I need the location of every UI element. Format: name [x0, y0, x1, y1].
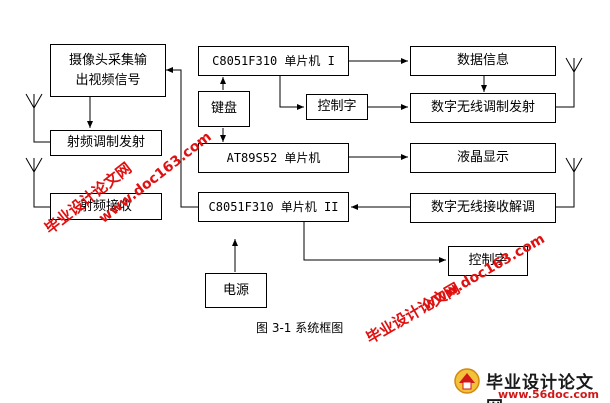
digital-wireless-demod-label: 数字无线接收解调: [430, 200, 535, 215]
data-info-block: 数据信息: [410, 46, 556, 76]
site-logo-icon: [454, 368, 480, 394]
wire-demod-antenna: [556, 172, 575, 208]
antenna-icon: [565, 57, 583, 73]
site-logo-title: 毕业设计论文网: [486, 373, 594, 403]
mcu2-label: C8051F310 单片机 II: [208, 200, 339, 214]
data-info-label: 数据信息: [456, 53, 509, 68]
mcu1-block: C8051F310 单片机 I: [198, 46, 349, 76]
at89-block: AT89S52 单片机: [198, 143, 349, 173]
ctrl-word2-block: 控制字: [448, 246, 528, 276]
power-block: 电源: [205, 273, 267, 308]
camera-block: 摄像头采集输出视频信号: [50, 44, 166, 97]
wire-mod-antenna: [556, 72, 575, 108]
camera-label: 摄像头采集输出视频信号: [68, 52, 147, 88]
antenna-icon: [25, 157, 43, 173]
keyboard-block: 键盘: [198, 91, 250, 127]
rf-receive-block: 射频接收: [50, 193, 162, 220]
wire-rfrx-antenna: [33, 172, 50, 208]
power-label: 电源: [222, 282, 249, 298]
figure-caption: 图 3-1 系统框图: [256, 321, 344, 335]
mcu2-block: C8051F310 单片机 II: [198, 192, 349, 222]
digital-wireless-demod-block: 数字无线接收解调: [410, 193, 556, 223]
lcd-label: 液晶显示: [456, 150, 509, 165]
site-logo-url: www.56doc.com: [498, 388, 599, 401]
rf-receive-label: 射频接收: [79, 198, 132, 214]
wire-rfmod-antenna: [33, 108, 50, 143]
mcu1-label: C8051F310 单片机 I: [212, 54, 335, 68]
digital-wireless-mod-label: 数字无线调制发射: [430, 100, 535, 115]
antenna-icon: [25, 93, 43, 109]
rf-modulate-label: 射频调制发射: [66, 135, 145, 150]
wire-mcu1-ctrl1: [279, 76, 304, 110]
antenna-icon: [565, 157, 583, 173]
ctrl-word1-label: 控制字: [317, 99, 357, 114]
keyboard-label: 键盘: [210, 101, 237, 116]
lcd-block: 液晶显示: [410, 143, 556, 173]
ctrl-word1-block: 控制字: [306, 94, 368, 120]
digital-wireless-mod-block: 数字无线调制发射: [410, 93, 556, 123]
wire-mcu2-ctrl2: [303, 222, 446, 263]
rf-modulate-block: 射频调制发射: [50, 130, 162, 156]
at89-label: AT89S52 单片机: [226, 151, 321, 165]
ctrl-word2-label: 控制字: [468, 253, 508, 268]
wire-mcu2-camera: [166, 67, 198, 208]
